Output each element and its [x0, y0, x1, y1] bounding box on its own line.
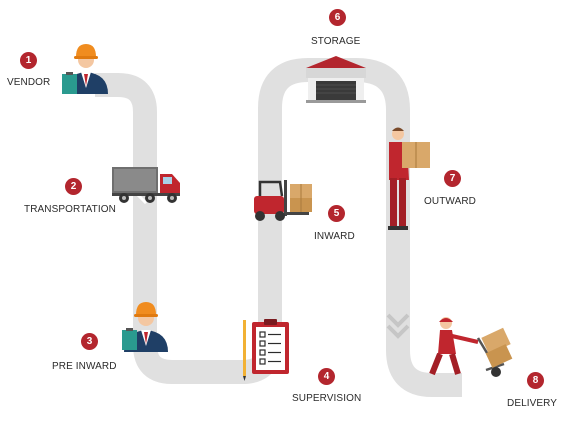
- step-badge-1: 1: [20, 52, 37, 69]
- step-label-inward: INWARD: [314, 231, 355, 242]
- hand-truck-worker-icon: [429, 317, 513, 377]
- step-label-pre-inward: PRE INWARD: [52, 361, 117, 372]
- worker-carrying-box-icon: [388, 127, 430, 230]
- step-badge-6: 6: [329, 9, 346, 26]
- step-label-vendor: VENDOR: [7, 77, 51, 88]
- vendor-person-icon: [62, 44, 108, 94]
- step-badge-3: 3: [81, 333, 98, 350]
- forklift-icon: [254, 180, 312, 221]
- step-label-outward: OUTWARD: [424, 196, 476, 207]
- checklist-clipboard-icon: [243, 319, 289, 381]
- step-badge-2: 2: [65, 178, 82, 195]
- step-badge-5: 5: [328, 205, 345, 222]
- step-label-storage: STORAGE: [311, 36, 361, 47]
- step-badge-8: 8: [527, 372, 544, 389]
- truck-icon: [112, 167, 180, 203]
- inspector-person-icon: [122, 302, 168, 352]
- warehouse-icon: [306, 56, 366, 103]
- step-label-supervision: SUPERVISION: [292, 393, 362, 404]
- step-label-transportation: TRANSPORTATION: [24, 204, 116, 215]
- step-badge-7: 7: [444, 170, 461, 187]
- step-badge-4: 4: [318, 368, 335, 385]
- step-label-delivery: DELIVERY: [507, 398, 558, 409]
